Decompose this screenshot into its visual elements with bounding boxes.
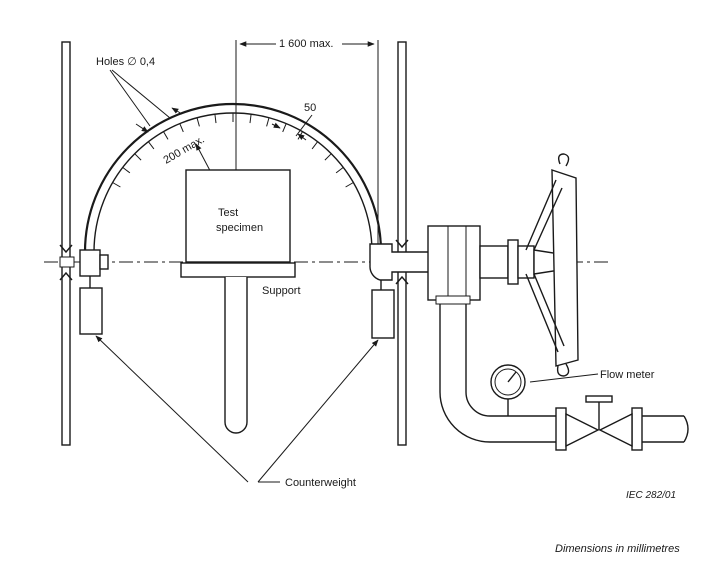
holes-arrow-1 <box>135 123 149 133</box>
support-plate <box>180 262 296 278</box>
spray-hole-mark <box>163 131 169 140</box>
specimen-label-line1: Test <box>218 207 238 219</box>
spray-hole-mark <box>112 182 121 188</box>
left-wall <box>61 41 71 446</box>
figure-reference: IEC 282/01 <box>626 490 676 501</box>
flow-meter <box>490 364 526 416</box>
support-label: Support <box>262 285 301 297</box>
support-stem <box>224 277 248 434</box>
spray-holes <box>112 113 354 188</box>
left-counterweight <box>79 276 103 335</box>
right-wall <box>397 41 407 446</box>
spacing-arrow-2 <box>297 133 307 141</box>
holes-leader-2 <box>111 69 171 119</box>
valve[interactable] <box>565 395 633 448</box>
width-max-label: 1 600 max. <box>279 38 333 50</box>
spray-hole-mark <box>345 182 354 188</box>
spray-hole-mark <box>249 114 252 124</box>
counterweight-leader-right <box>257 339 379 483</box>
spray-hole-mark <box>196 117 200 127</box>
spray-hole-mark <box>148 141 155 150</box>
spray-hole-mark <box>282 123 287 133</box>
spacing-arrow-1 <box>271 122 281 129</box>
spacing-label: 50 <box>304 102 316 114</box>
units-note: Dimensions in millimetres <box>555 543 680 555</box>
spray-hole-mark <box>214 114 217 124</box>
specimen-label-line2: specimen <box>216 222 263 234</box>
counterweight-leader-left <box>95 335 249 483</box>
spray-hole-mark <box>324 153 332 161</box>
holes-label: Holes ∅ 0,4 <box>96 56 155 68</box>
flow-meter-label: Flow meter <box>600 369 655 381</box>
spray-hole-mark <box>179 123 184 133</box>
flow-meter-leader <box>529 373 599 383</box>
right-counterweight <box>371 280 395 339</box>
spray-hole-mark <box>134 153 142 161</box>
spray-hole-mark <box>266 117 270 127</box>
holes-arrow-2 <box>171 107 183 115</box>
spray-hole-mark <box>335 167 344 174</box>
spray-hole-mark <box>311 141 318 150</box>
holes-leader-1 <box>109 69 151 127</box>
counterweight-label: Counterweight <box>285 477 356 489</box>
spray-hole-mark <box>122 167 131 174</box>
rotary-coupling <box>427 225 519 301</box>
right-pivot <box>369 239 431 285</box>
handwheel[interactable] <box>517 153 579 377</box>
left-pivot <box>59 244 109 281</box>
test-specimen <box>185 169 291 263</box>
spacing-leader <box>295 114 313 137</box>
radius-max-label: 200 max. <box>162 134 207 167</box>
